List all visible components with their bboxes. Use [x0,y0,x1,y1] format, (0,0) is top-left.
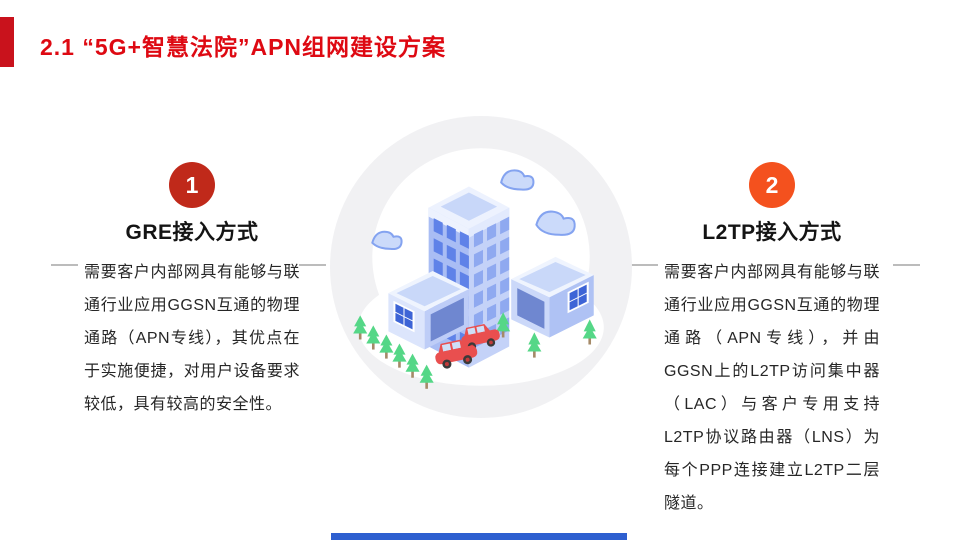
title-accent-bar [0,17,14,67]
section-number-badge-2: 2 [749,162,795,208]
decorative-dash [299,264,326,266]
decorative-dash [893,264,920,266]
right-building [511,256,594,338]
section-body-l2tp: 需要客户内部网具有能够与联通行业应用GGSN互通的物理通路（APN专线），并由G… [664,264,880,512]
decorative-dash [51,264,78,266]
cloud-icon [371,169,576,251]
footer-bar [331,533,627,540]
section-gre: 1 GRE接入方式 需要客户内部网具有能够与联通行业应用GGSN互通的物理通路（… [84,162,300,421]
tree-icons [353,312,597,389]
left-building [388,271,469,350]
page-title: 2.1 “5G+智慧法院”APN组网建设方案 [40,34,447,60]
section-heading-gre: GRE接入方式 [125,221,259,244]
section-body-gre: 需要客户内部网具有能够与联通行业应用GGSN互通的物理通路（APN专线），其优点… [84,264,300,413]
decorative-dash [631,264,658,266]
section-number-badge-1: 1 [169,162,215,208]
section-l2tp: 2 L2TP接入方式 需要客户内部网具有能够与联通行业应用GGSN互通的物理通路… [664,162,880,520]
section-heading-l2tp: L2TP接入方式 [702,221,842,244]
car-icon [435,324,500,369]
city-illustration [330,116,632,418]
